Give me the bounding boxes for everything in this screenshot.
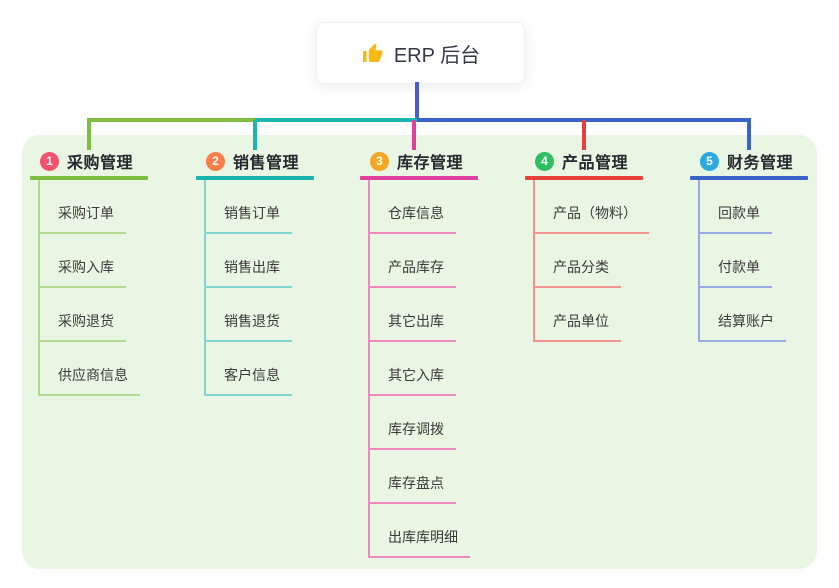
branch-header[interactable]: 3 库存管理 bbox=[370, 149, 463, 173]
child-item-label: 采购订单 bbox=[38, 203, 126, 234]
child-item-label: 付款单 bbox=[698, 257, 772, 288]
child-item-label: 其它出库 bbox=[368, 311, 456, 342]
child-item-label: 销售退货 bbox=[204, 311, 292, 342]
child-item-label: 采购退货 bbox=[38, 311, 126, 342]
child-item[interactable]: 库存调拨 bbox=[360, 396, 520, 450]
thumbs-up-icon bbox=[361, 41, 385, 65]
child-item[interactable]: 回款单 bbox=[690, 180, 839, 234]
branch-drop-connector bbox=[253, 120, 257, 150]
branch-number-badge: 2 bbox=[206, 151, 225, 171]
child-item[interactable]: 仓库信息 bbox=[360, 180, 520, 234]
child-item[interactable]: 产品单位 bbox=[525, 288, 685, 342]
child-item[interactable]: 采购订单 bbox=[30, 180, 190, 234]
branch-header[interactable]: 4 产品管理 bbox=[535, 149, 628, 173]
branch-underline bbox=[360, 176, 478, 180]
child-item[interactable]: 产品库存 bbox=[360, 234, 520, 288]
child-item-label: 供应商信息 bbox=[38, 365, 140, 396]
child-item[interactable]: 付款单 bbox=[690, 234, 839, 288]
branch-children: 销售订单销售出库销售退货客户信息 bbox=[196, 180, 356, 396]
branch-number-badge: 5 bbox=[700, 151, 719, 171]
branches-panel bbox=[22, 135, 817, 569]
child-item[interactable]: 出库库明细 bbox=[360, 504, 520, 558]
bus-segment-green bbox=[87, 118, 255, 122]
branch-underline bbox=[690, 176, 808, 180]
child-item-label: 库存调拨 bbox=[368, 419, 456, 450]
branch-title: 财务管理 bbox=[727, 155, 794, 172]
root-title: ERP 后台 bbox=[393, 44, 481, 67]
child-item-label: 销售订单 bbox=[204, 203, 292, 234]
child-item[interactable]: 销售订单 bbox=[196, 180, 356, 234]
branch-underline bbox=[30, 176, 148, 180]
root-node[interactable]: ERP 后台 bbox=[316, 22, 525, 84]
child-item[interactable]: 产品分类 bbox=[525, 234, 685, 288]
child-item[interactable]: 供应商信息 bbox=[30, 342, 190, 396]
branch-number-badge: 3 bbox=[370, 151, 389, 171]
branch-drop-connector bbox=[747, 120, 751, 150]
child-item[interactable]: 库存盘点 bbox=[360, 450, 520, 504]
child-item-label: 产品单位 bbox=[533, 311, 621, 342]
child-item[interactable]: 结算账户 bbox=[690, 288, 839, 342]
branch-children: 回款单付款单结算账户 bbox=[690, 180, 839, 342]
child-item-label: 回款单 bbox=[698, 203, 772, 234]
child-item-label: 其它入库 bbox=[368, 365, 456, 396]
branch-title: 库存管理 bbox=[397, 155, 464, 172]
branch-header[interactable]: 1 采购管理 bbox=[40, 149, 133, 173]
branch-title: 销售管理 bbox=[233, 155, 300, 172]
child-item-label: 出库库明细 bbox=[368, 527, 470, 558]
branch-children: 产品（物料） 产品分类产品单位 bbox=[525, 180, 685, 342]
branch-number-badge: 4 bbox=[535, 151, 554, 171]
branch-drop-connector bbox=[412, 120, 416, 150]
child-item-label: 销售出库 bbox=[204, 257, 292, 288]
branch-title: 产品管理 bbox=[562, 155, 629, 172]
child-item[interactable]: 采购退货 bbox=[30, 288, 190, 342]
child-item-label: 产品（物料） bbox=[533, 203, 649, 234]
branch-spine-line bbox=[368, 180, 370, 558]
child-item-label: 库存盘点 bbox=[368, 473, 456, 504]
branch-drop-connector bbox=[582, 120, 586, 150]
child-item-label: 结算账户 bbox=[698, 311, 786, 342]
child-item[interactable]: 采购入库 bbox=[30, 234, 190, 288]
child-item[interactable]: 客户信息 bbox=[196, 342, 356, 396]
child-item[interactable]: 其它入库 bbox=[360, 342, 520, 396]
branch-title: 采购管理 bbox=[67, 155, 134, 172]
branch-spine-line bbox=[533, 180, 535, 342]
branch-spine-line bbox=[204, 180, 206, 396]
child-item-label: 采购入库 bbox=[38, 257, 126, 288]
branch-children: 采购订单采购入库采购退货供应商信息 bbox=[30, 180, 190, 396]
child-item-label: 产品库存 bbox=[368, 257, 456, 288]
branch-spine-line bbox=[38, 180, 40, 396]
branch-number-badge: 1 bbox=[40, 151, 59, 171]
branch-underline bbox=[525, 176, 643, 180]
child-item-label: 仓库信息 bbox=[368, 203, 456, 234]
child-item[interactable]: 其它出库 bbox=[360, 288, 520, 342]
child-item-label: 产品分类 bbox=[533, 257, 621, 288]
branch-header[interactable]: 2 销售管理 bbox=[206, 149, 299, 173]
child-item[interactable]: 销售出库 bbox=[196, 234, 356, 288]
child-item[interactable]: 产品（物料） bbox=[525, 180, 685, 234]
branch-header[interactable]: 5 财务管理 bbox=[700, 149, 793, 173]
child-item[interactable]: 销售退货 bbox=[196, 288, 356, 342]
bus-segment-teal bbox=[255, 118, 417, 122]
branch-children: 仓库信息产品库存其它出库其它入库库存调拨库存盘点出库库明细 bbox=[360, 180, 520, 558]
branch-drop-connector bbox=[87, 120, 91, 150]
branch-spine-line bbox=[698, 180, 700, 342]
child-item-label: 客户信息 bbox=[204, 365, 292, 396]
root-connector bbox=[415, 82, 419, 120]
branch-underline bbox=[196, 176, 314, 180]
